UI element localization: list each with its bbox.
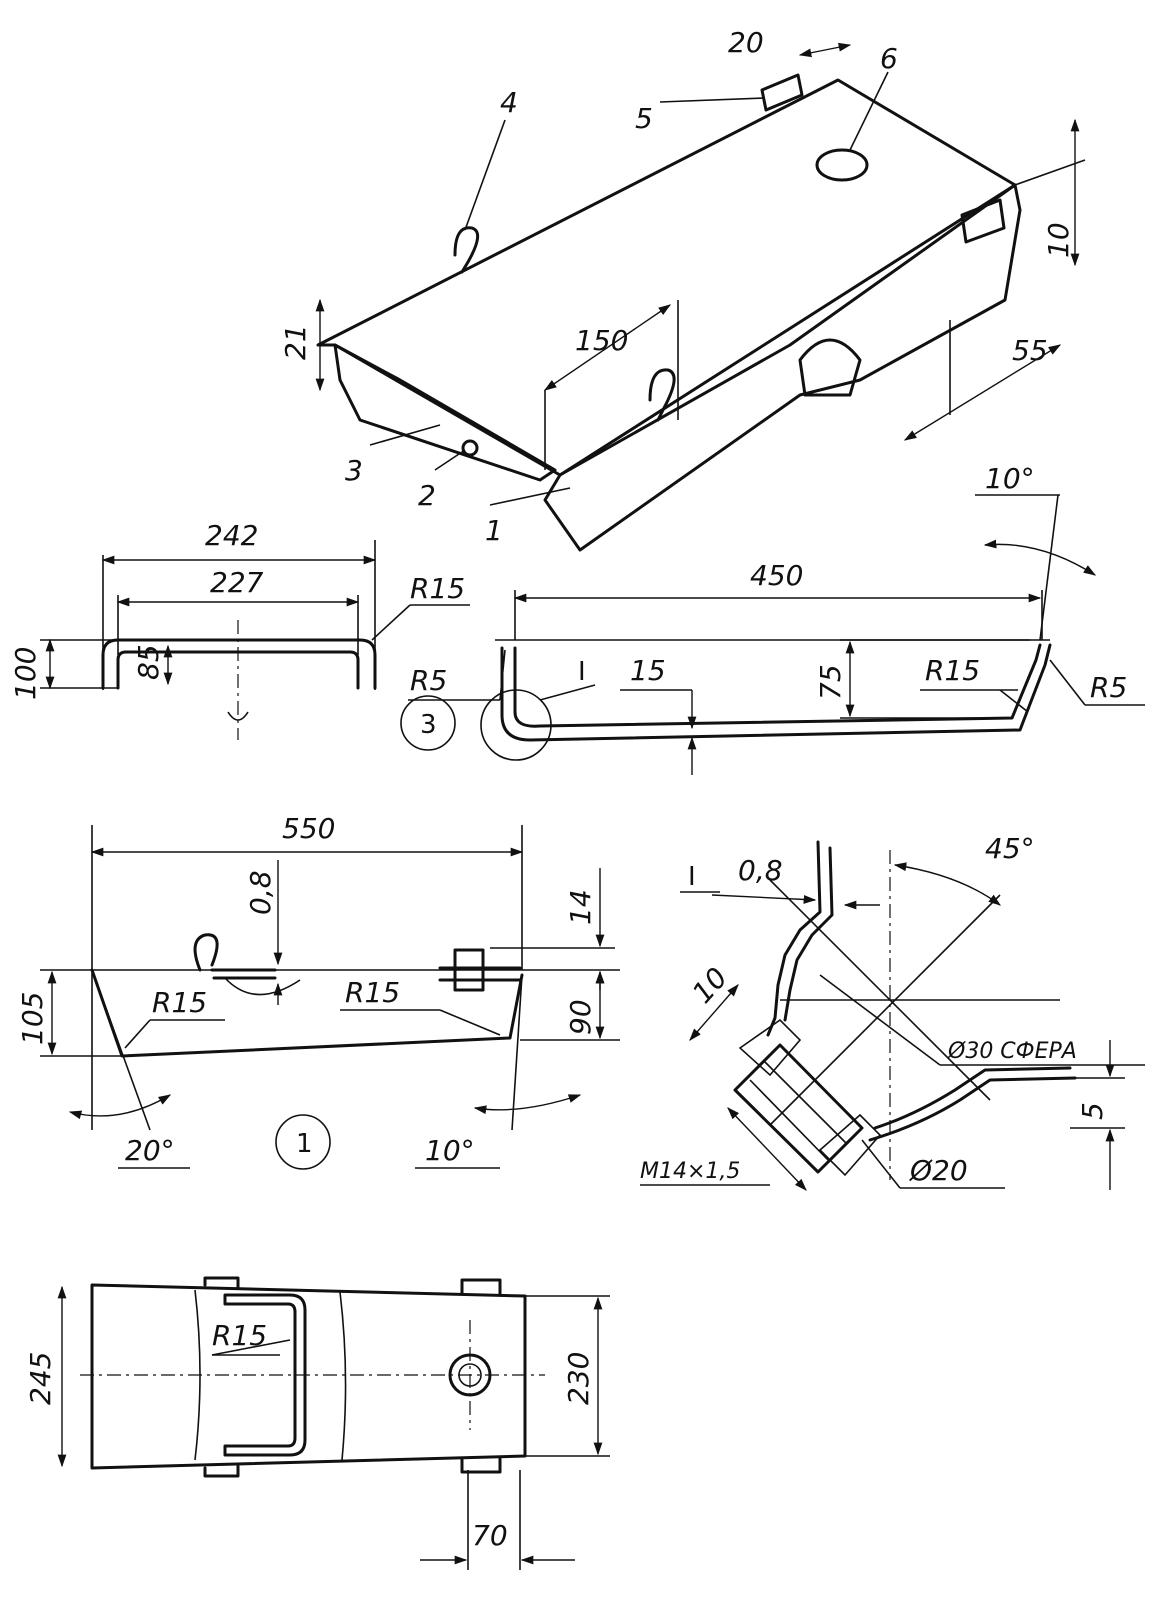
- detail-dia-20: Ø20: [909, 1154, 968, 1187]
- dim-550: 550: [282, 812, 335, 845]
- iso-dim-20: 20: [728, 26, 764, 59]
- iso-end-recess: [333, 343, 557, 482]
- section-marker-3: [400, 695, 456, 751]
- section3-end-view: 242 227 100 85 R15 3: [9, 519, 470, 751]
- part1-hook: [193, 933, 219, 972]
- channel-profile: [101, 638, 377, 690]
- dim-85: 85: [132, 644, 165, 680]
- tray-profile: [500, 643, 1052, 742]
- dim-0-8: 0,8: [244, 870, 277, 915]
- iso-dim-21: 21: [279, 324, 312, 360]
- angle-10-side: 10°: [425, 1134, 475, 1167]
- plan-outline: [90, 1283, 527, 1470]
- dim-14: 14: [564, 889, 597, 925]
- dim-15: 15: [630, 654, 666, 687]
- isometric-view: 20 150 21 10 55 1 2 3 4 5 6: [279, 26, 1086, 552]
- detail-dim-10: 10: [686, 961, 734, 1010]
- dim-242: 242: [205, 519, 258, 552]
- plan-dim-245: 245: [24, 1352, 57, 1405]
- part1-neck: [453, 948, 485, 992]
- dim-105: 105: [16, 992, 49, 1045]
- iso-label-5: 5: [635, 102, 653, 135]
- dim-90: 90: [564, 999, 597, 1035]
- dim-450: 450: [750, 559, 803, 592]
- svg-text:1: 1: [296, 1129, 313, 1159]
- svg-text:3: 3: [420, 710, 437, 740]
- part-marker-1: [275, 1114, 331, 1170]
- dim-100: 100: [9, 647, 42, 700]
- r15-corner: R15: [410, 572, 465, 605]
- detail-sphere: Ø30 СФЕРА: [947, 1039, 1077, 1064]
- detail-shell-profile: [766, 840, 822, 1037]
- iso-dim-55: 55: [1012, 334, 1048, 367]
- r15-left: R15: [152, 986, 207, 1019]
- iso-label-2: 2: [418, 479, 436, 512]
- detail-circle-I: [480, 689, 552, 761]
- iso-tab-5: [760, 73, 804, 112]
- plan-dim-230: 230: [562, 1352, 595, 1405]
- iso-label-3: 3: [345, 454, 363, 487]
- detail-I-view: I 0,8 45° 10 Ø30 СФЕРА 5 M14×1,5 Ø20: [640, 832, 1145, 1191]
- detail-dim-0-8: 0,8: [738, 854, 783, 887]
- dim-227: 227: [210, 566, 264, 599]
- iso-front-face: [543, 183, 1022, 552]
- detail-I-ref: I: [688, 862, 696, 892]
- iso-top-face: [316, 78, 1017, 477]
- iso-dim-10: 10: [1042, 222, 1075, 258]
- r15-right: R15: [345, 976, 400, 1009]
- section3-long-view: I 450 10° 75 15 R5 R15 R5: [408, 462, 1145, 775]
- iso-cutout: [798, 338, 862, 397]
- angle-20: 20°: [125, 1134, 175, 1167]
- detail-dim-5: 5: [1076, 1102, 1109, 1120]
- iso-hook-4: [453, 226, 480, 274]
- r15-bend: R15: [925, 654, 980, 687]
- plan-dim-70: 70: [472, 1519, 508, 1552]
- iso-filler-neck: [815, 148, 869, 182]
- part1-side-view: 550 0,8 14 90 105 R15 R15 20° 10° 1: [16, 812, 620, 1170]
- iso-tab-right: [960, 198, 1006, 244]
- plan-channel: [223, 1293, 307, 1457]
- detail-ref-I: I: [578, 657, 586, 687]
- r5-right: R5: [1090, 671, 1127, 704]
- plan-view: 245 230 R15 70: [24, 1276, 610, 1570]
- r5-left: R5: [410, 664, 447, 697]
- iso-label-6: 6: [880, 42, 898, 75]
- plan-r15: R15: [212, 1319, 267, 1352]
- angle-10: 10°: [985, 462, 1035, 495]
- dim-75: 75: [814, 664, 847, 700]
- iso-part-2: [461, 439, 479, 457]
- detail-angle-45: 45°: [985, 832, 1035, 865]
- detail-thread: M14×1,5: [640, 1159, 740, 1184]
- plan-filler-neck: [448, 1353, 492, 1397]
- iso-label-4: 4: [500, 86, 518, 119]
- iso-dim-150: 150: [575, 324, 628, 357]
- iso-label-1: 1: [485, 514, 503, 547]
